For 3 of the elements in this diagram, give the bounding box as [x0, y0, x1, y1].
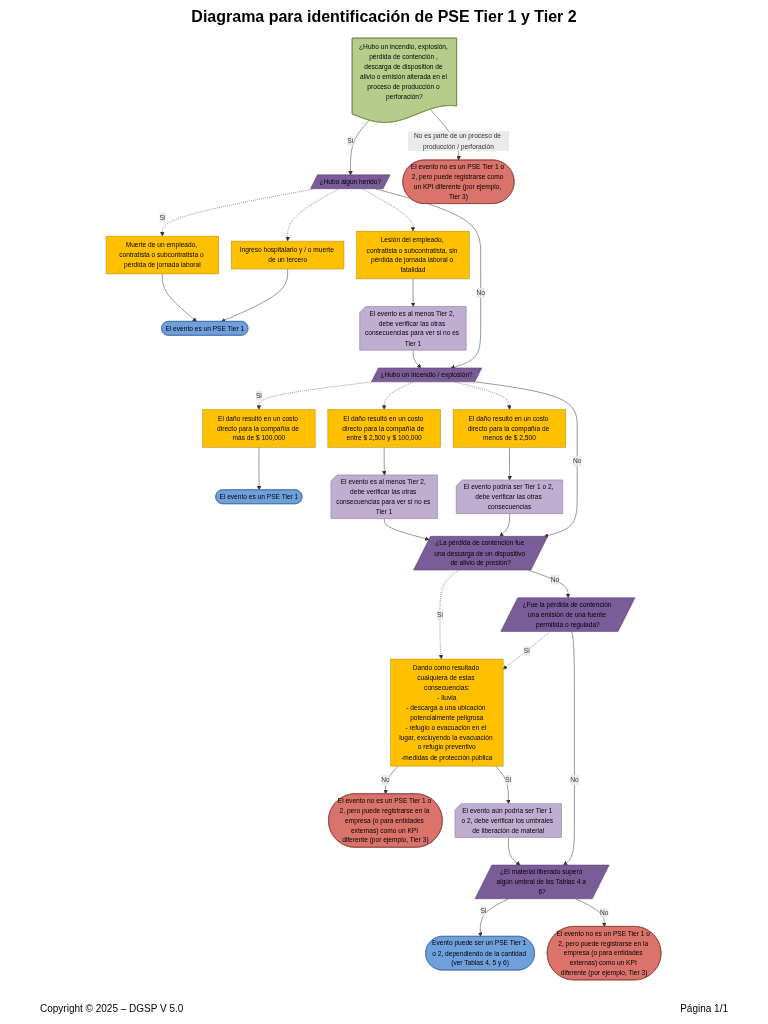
footer-note: Copyright © 2025 – DGSP V 5.0	[40, 1003, 184, 1014]
footer-note: Página 1/1	[680, 1003, 728, 1014]
diagram-title: Diagrama para identificación de PSE Tier 1 y Tier 2	[190, 8, 578, 26]
